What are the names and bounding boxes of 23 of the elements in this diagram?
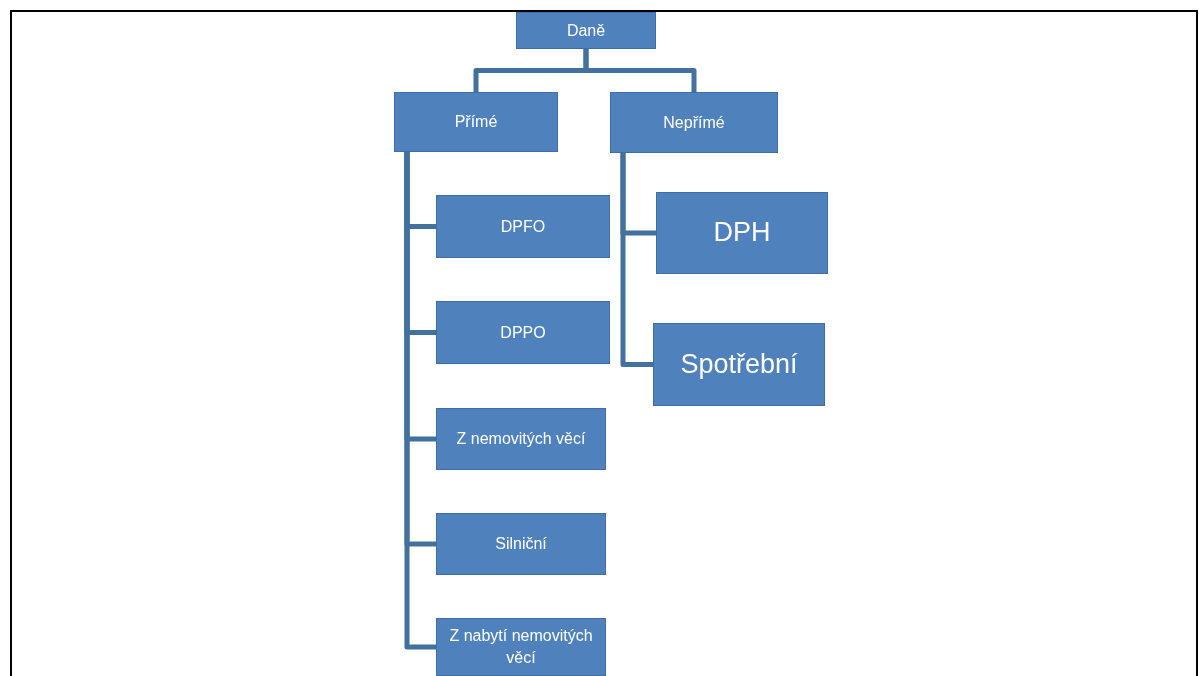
- connector-line: [404, 152, 436, 650]
- box-label: Přímé: [454, 112, 498, 132]
- box-label: Z nabytí nemovitých věcí: [448, 626, 594, 668]
- box-label: Spotřební: [680, 347, 798, 381]
- tax-box: [610, 92, 778, 153]
- tax-box: [394, 92, 558, 152]
- connector-line: [583, 49, 697, 92]
- box-label: Nepřímé: [663, 112, 725, 133]
- box-label: DPPO: [500, 322, 546, 343]
- box-label: DPH: [713, 216, 771, 250]
- tax-box: [436, 301, 610, 364]
- box-label: Silniční: [495, 534, 547, 554]
- tax-box: [436, 195, 610, 258]
- connector-line: [620, 153, 653, 367]
- tax-box: [436, 408, 606, 470]
- tax-box: [516, 12, 656, 49]
- box-label: Z nemovitých věcí: [456, 429, 586, 449]
- box-label: DPFO: [500, 216, 546, 237]
- tax-box: [436, 618, 606, 676]
- tax-box: [653, 323, 825, 406]
- tax-box: [656, 192, 828, 274]
- tax-box: [436, 513, 606, 575]
- box-label: Daně: [566, 20, 606, 41]
